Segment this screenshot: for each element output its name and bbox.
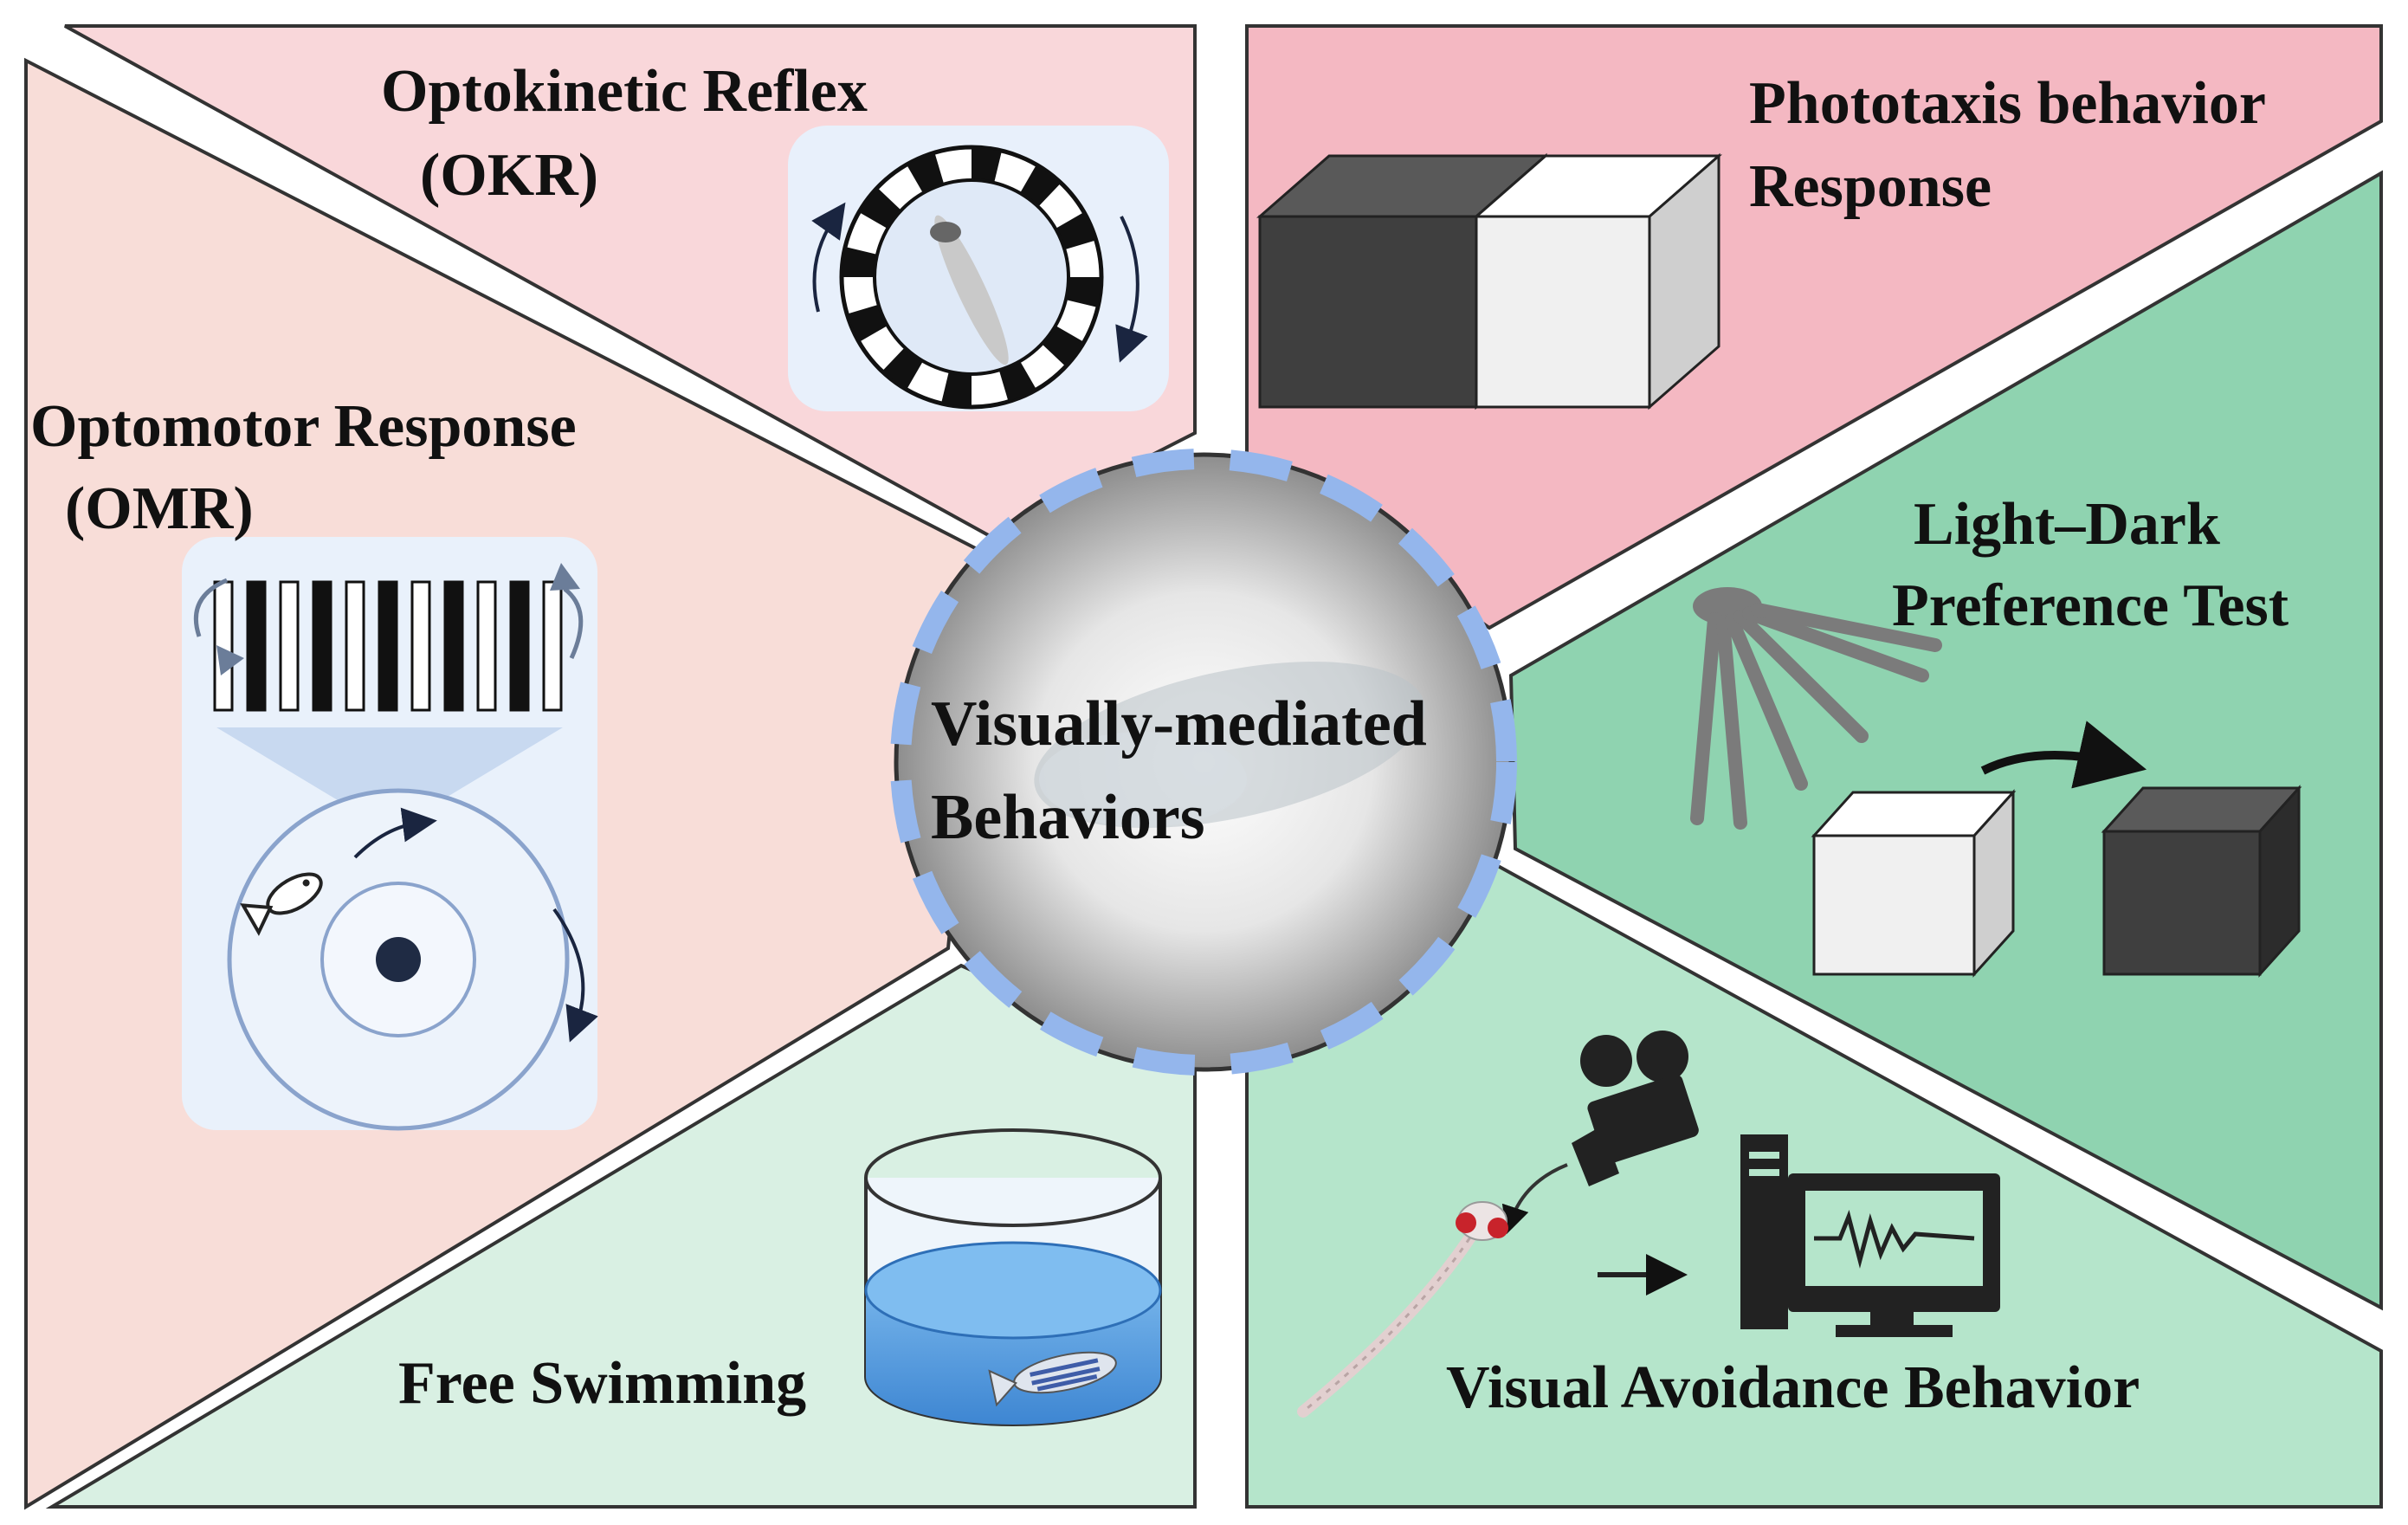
dark-cube-icon	[2101, 785, 2302, 978]
center-circle	[890, 449, 1517, 1076]
omr-stripe	[509, 580, 530, 712]
okr-stripe	[881, 347, 923, 390]
omr-stripe	[246, 580, 267, 712]
fish-icon	[240, 872, 323, 936]
okr-stripe	[941, 371, 972, 407]
omr-stripe	[443, 580, 464, 712]
omr-title-line2: (OMR)	[65, 475, 254, 542]
okr-stripe	[972, 147, 1002, 184]
okr-stripe	[847, 304, 888, 342]
visual-avoidance-title: Visual Avoidance Behavior	[1446, 1354, 2140, 1421]
omr-title-line1: Optomotor Response	[30, 393, 577, 460]
light-dark-title-line1: Light–Dark	[1914, 491, 2220, 558]
phototaxis-title-line1: Phototaxis behavior	[1749, 70, 2266, 137]
phototaxis-title-line2: Response	[1749, 153, 1992, 220]
camera-icon	[1572, 1031, 1699, 1186]
okr-drum-icon	[788, 126, 1169, 411]
light-dark-arrow	[1980, 720, 2147, 789]
computer-icon	[1740, 1134, 2000, 1337]
light-dark-title-line2: Preference Test	[1892, 572, 2289, 639]
light-dark-panel	[1508, 170, 2383, 1311]
omr-arena-icon	[227, 788, 598, 1131]
omr-stripe	[410, 580, 431, 712]
okr-stripe	[1056, 212, 1096, 250]
okr-title-line1: Optokinetic Reflex	[381, 58, 868, 125]
omr-stripe	[345, 580, 365, 712]
okr-title-line2: (OKR)	[420, 142, 598, 209]
okr-stripe	[907, 152, 945, 193]
omr-stripe	[476, 580, 497, 712]
okr-stripe	[998, 361, 1036, 402]
camera-arrow	[1501, 1163, 1568, 1235]
omr-stripe	[542, 580, 563, 712]
omr-stripe	[312, 580, 332, 712]
center-title-line1: Visually-mediated	[931, 688, 1427, 759]
okr-stripe	[859, 187, 901, 229]
light-cube-icon	[1811, 789, 2017, 978]
okr-stripe	[1020, 165, 1062, 207]
water-tank-icon	[864, 1128, 1162, 1426]
okr-stripe	[1042, 326, 1084, 367]
lamp-icon	[1690, 587, 1942, 830]
center-title-line2: Behaviors	[931, 782, 1205, 853]
omr-stripe	[279, 580, 300, 712]
larva-icon	[1297, 1201, 1508, 1418]
okr-stripe	[1065, 277, 1101, 307]
omr-stripe	[378, 580, 398, 712]
free-swimming-title: Free Swimming	[398, 1350, 806, 1417]
okr-stripe	[842, 247, 878, 277]
dark-light-box-icon	[1256, 152, 1722, 410]
